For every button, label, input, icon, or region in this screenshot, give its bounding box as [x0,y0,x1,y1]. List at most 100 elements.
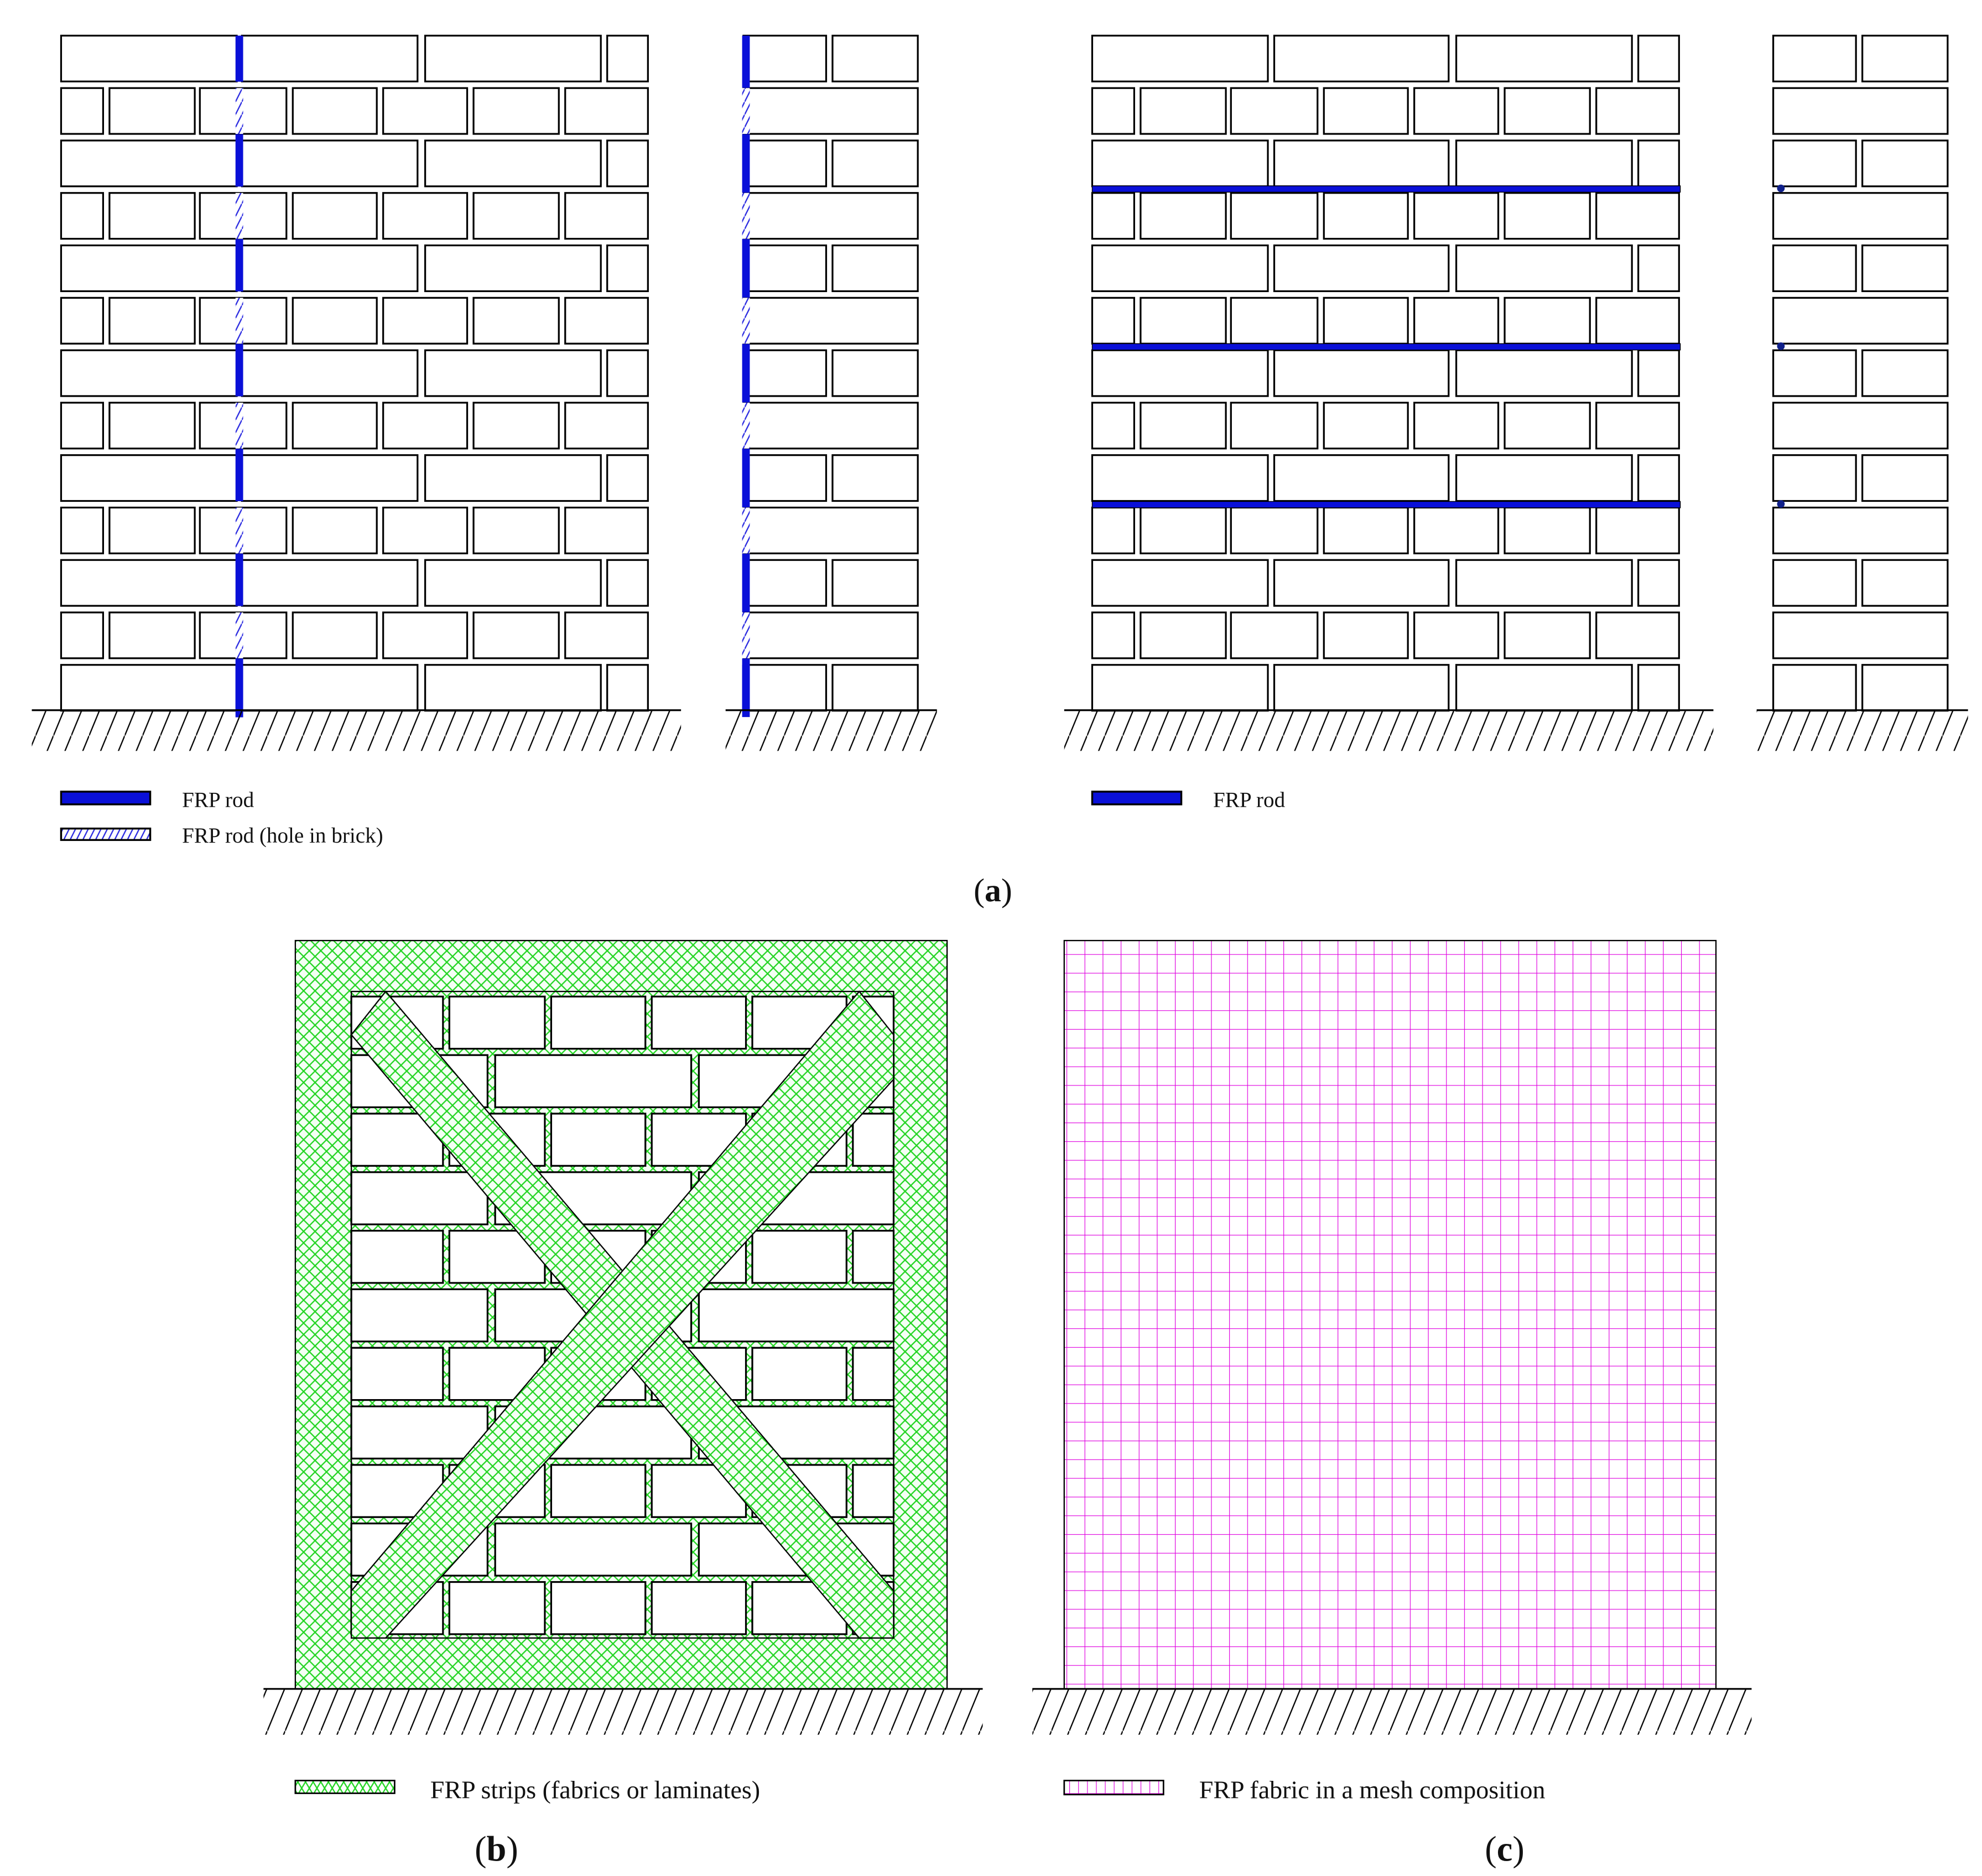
brick [1772,139,1857,188]
brick [1091,349,1269,397]
brick [1091,402,1135,450]
brick [831,559,919,607]
brick [472,402,560,450]
brick [550,995,647,1050]
brick [1595,506,1680,554]
panel-c-mesh-wall [1063,939,1717,1690]
brick [292,87,378,135]
brick [472,297,560,345]
brick [1230,87,1319,135]
brick [606,139,649,188]
brick [241,139,419,188]
brick [1772,664,1857,712]
frp-element [235,88,243,134]
legend-a-left: FRP rod FRP rod (hole in brick) [60,788,383,848]
brick [742,559,828,607]
brick [1323,402,1409,450]
brick [606,454,649,502]
brick [564,506,649,554]
brick [1323,192,1409,240]
brick [1323,506,1409,554]
ground-hatch-c [1032,1688,1752,1735]
brick [60,297,105,345]
frp-element [235,134,243,187]
brick [1861,34,1949,82]
brick [742,34,828,82]
legend-swatch-frp-rod [1091,791,1183,806]
ground-hatch-b [263,1688,983,1735]
brick [424,559,602,607]
brick [1230,402,1319,450]
brick [564,297,649,345]
frp-element [235,239,243,292]
brick [1595,402,1680,450]
brick [742,506,919,554]
caption-b: (b) [475,1829,518,1868]
frp-element [235,193,243,239]
legend-swatch-frp-strips [294,1780,396,1794]
brick [651,995,747,1050]
brick [1595,87,1680,135]
brick [424,139,602,188]
brick [494,1522,693,1577]
brick [108,506,196,554]
brick [606,34,649,82]
brick [1772,297,1949,345]
brick [1091,34,1269,82]
brick [1091,87,1135,135]
caption-c: (c) [1485,1829,1525,1868]
brick [606,559,649,607]
legend-swatch-frp-mesh [1063,1780,1164,1796]
frp-element [742,553,750,612]
frp-element [235,612,243,658]
brick [1230,192,1319,240]
brick [241,34,419,82]
brick [1772,559,1857,607]
brick [742,87,919,135]
frp-element [235,402,243,449]
brick [60,402,105,450]
legend-swatch-frp-rod [60,791,152,806]
brick [1455,559,1633,607]
legend-label-frp-rod-hole: FRP rod (hole in brick) [182,824,383,848]
brick [1455,34,1633,82]
brick [1091,192,1135,240]
brick [564,402,649,450]
brick [742,664,828,712]
brick [1637,559,1680,607]
frp-element [742,344,750,403]
brick [1323,87,1409,135]
brick [108,87,196,135]
frp-element [235,298,243,344]
brick [1413,402,1500,450]
brick [1413,87,1500,135]
frp-element [742,88,750,134]
brick [1455,244,1633,292]
brick [1091,611,1135,659]
brick [382,87,469,135]
brick [831,664,919,712]
brick [472,506,560,554]
brick [698,1288,895,1343]
brick [382,297,469,345]
inner-opening [350,990,894,1639]
brick [1091,297,1135,345]
brick [1455,454,1633,502]
frp-rod-horizontal [1091,185,1681,193]
brick [1504,297,1591,345]
brick [852,1230,895,1284]
brick [1273,454,1450,502]
brick [1595,192,1680,240]
brick [1140,297,1227,345]
brick [1413,506,1500,554]
brick [1273,664,1450,712]
brick [550,1464,647,1518]
brick [241,454,419,502]
brick [831,139,919,188]
brick [241,244,419,292]
brick [1230,297,1319,345]
frp-element [742,402,750,449]
frp-rod-horizontal [1091,343,1681,351]
frp-element [235,449,243,501]
brick [350,1405,488,1460]
